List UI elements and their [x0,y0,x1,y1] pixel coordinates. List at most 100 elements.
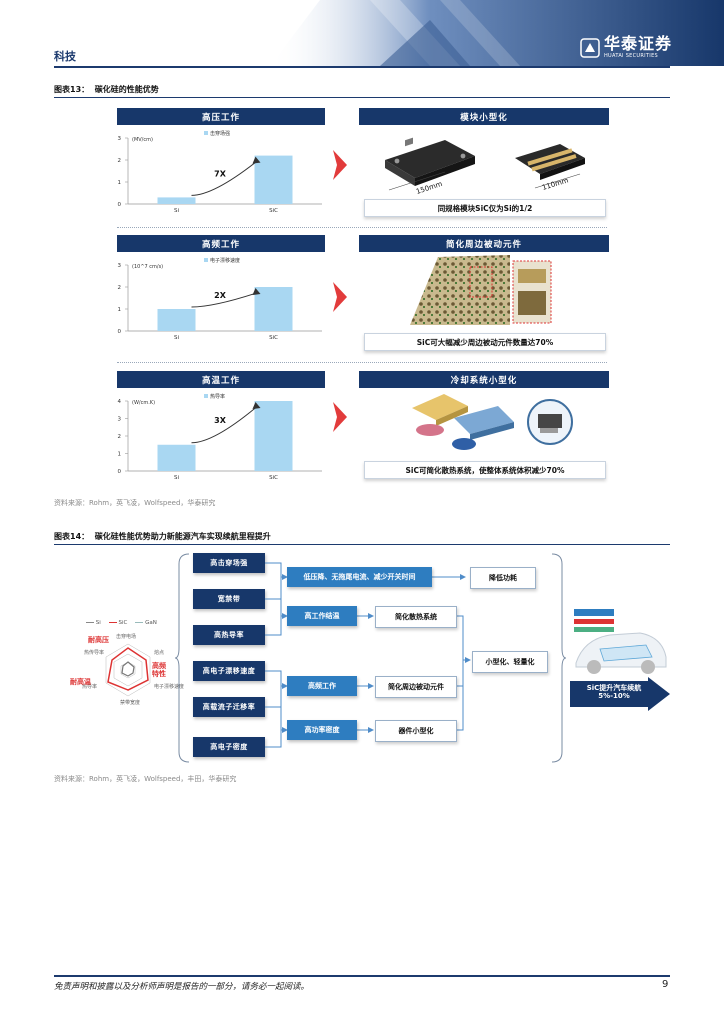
property-box: 高载流子迁移率 [193,697,265,717]
growth-arrow [191,292,257,308]
row-divider [117,362,607,363]
benefit-box: 低压降、无拖尾电流、减少开关时间 [287,567,432,587]
growth-arrow [191,161,257,196]
bar [157,309,196,331]
car-caption: SiC提升汽车续航5%-10% [586,684,642,701]
growth-arrow-head [252,288,261,295]
property-box: 宽禁带 [193,589,265,609]
legend-sic: SiC [108,620,127,626]
y-axis-label: (MV/cm) [132,137,153,143]
legend-gan: GaN [135,620,157,626]
header-rule [54,66,670,68]
caption-cooling: SiC可简化散热系统，使整体系统体积减少70% [364,461,606,479]
radar-axis-label: 禁带宽度 [120,699,140,706]
radar-axis-label: 电子漂移速度 [154,683,184,690]
property-box: 高热导率 [193,625,265,645]
property-box: 高电子漂移速度 [193,661,265,681]
y-tick-label: 1 [118,452,122,458]
result-arrow-icon [570,677,670,711]
benefit-box: 高频工作 [287,676,357,696]
bar [254,287,293,331]
figure13-rule [54,97,670,98]
bar [157,197,196,204]
bar [254,155,293,204]
x-tick-label: Si [174,475,179,481]
y-axis-label: (10^7 cm/s) [132,264,163,270]
final-result-box: 小型化、轻量化 [472,651,548,673]
benefit-box: 高功率密度 [287,720,357,740]
figure13-title: 图表13： 碳化硅的性能优势 [54,85,159,94]
si-module-image: 150mm [385,137,475,196]
panel-header-module: 模块小型化 [359,108,609,125]
header-decoration [270,0,724,66]
growth-arrow-head [252,156,261,164]
legend-si: Si [86,620,101,626]
sic-dimension-label: 110mm [541,176,569,192]
panel-header-high-temperature: 高温工作 [117,371,325,388]
callout-high-freq: 高频特性 [152,662,166,678]
panel-header-passive: 简化周边被动元件 [359,235,609,252]
annotation-label: 3X [214,416,227,425]
caption-passive-components: SiC可大幅减少周边被动元件数量达70% [364,333,606,351]
y-tick-label: 3 [118,136,122,142]
legend-swatch [204,394,208,398]
legend-swatch [204,258,208,262]
cooling-system-image [412,394,573,450]
callout-high-temp: 耐高温 [70,678,91,686]
radar-axis-label: 击穿电场 [116,633,136,640]
y-tick-label: 0 [118,202,122,208]
figure14-title: 图表14： 碳化硅性能优势助力新能源汽车实现续航里程提升 [54,532,271,541]
growth-arrow-head [252,402,261,409]
annotation-label: 2X [214,291,227,300]
property-box: 高击穿场强 [193,553,265,573]
y-tick-label: 2 [118,434,122,440]
logo-text-en: HUATAI SECURITIES [604,53,658,59]
result-box: 简化周边被动元件 [375,676,457,698]
left-bracket [175,553,190,763]
right-bracket [551,553,566,763]
section-title: 科技 [54,50,76,63]
radar-axis-label: 热传导率 [84,649,104,656]
red-arrow-icon [333,150,347,180]
flow-connectors [265,562,471,748]
caption-module-size: 同规格模块SiC仅为Si的1/2 [364,199,606,217]
radar-chart: 击穿电场 熔点 电子漂移速度 禁带宽度 热导率 热传导率 [82,633,184,706]
x-tick-label: Si [174,335,179,341]
legend-label: 电子漂移速度 [210,257,240,264]
callout-high-voltage: 耐高压 [88,636,109,644]
panel-header-high-voltage: 高压工作 [117,108,325,125]
red-arrow-icon [333,402,347,432]
x-tick-label: SiC [269,335,278,341]
benefit-box: 高工作结温 [287,606,357,626]
figure13-source: 资料来源：Rohm，英飞凌，Wolfspeed，华泰研究 [54,499,216,507]
footer-disclaimer: 免责声明和披露以及分析师声明是报告的一部分，请务必一起阅读。 [54,982,310,992]
y-tick-label: 0 [118,329,122,335]
figure14-rule [54,544,670,545]
car-image [574,609,667,674]
y-axis-label: (W/cm.K) [132,400,155,406]
x-tick-label: SiC [269,475,278,481]
figure14-source: 资料来源：Rohm，英飞凌，Wolfspeed，丰田，华泰研究 [54,775,237,783]
y-tick-label: 3 [118,417,122,423]
y-tick-label: 4 [118,399,122,405]
power-module-images: 150mm 110mm [385,137,585,196]
y-tick-label: 3 [118,263,122,269]
y-tick-label: 2 [118,158,122,164]
logo-icon [580,37,600,58]
y-tick-label: 1 [118,307,122,313]
result-box: 简化散热系统 [375,606,457,628]
radar-axis-label: 熔点 [154,649,164,656]
result-box: 器件小型化 [375,720,457,742]
bar [254,401,293,471]
row-divider [117,227,607,228]
sic-module-image: 110mm [515,144,585,192]
footer-rule [54,975,670,977]
y-tick-label: 0 [118,469,122,475]
legend-swatch [204,131,208,135]
y-tick-label: 1 [118,180,122,186]
result-box: 降低功耗 [470,567,536,589]
radar-legend: Si SiC GaN [86,620,157,626]
growth-arrow [191,406,257,444]
